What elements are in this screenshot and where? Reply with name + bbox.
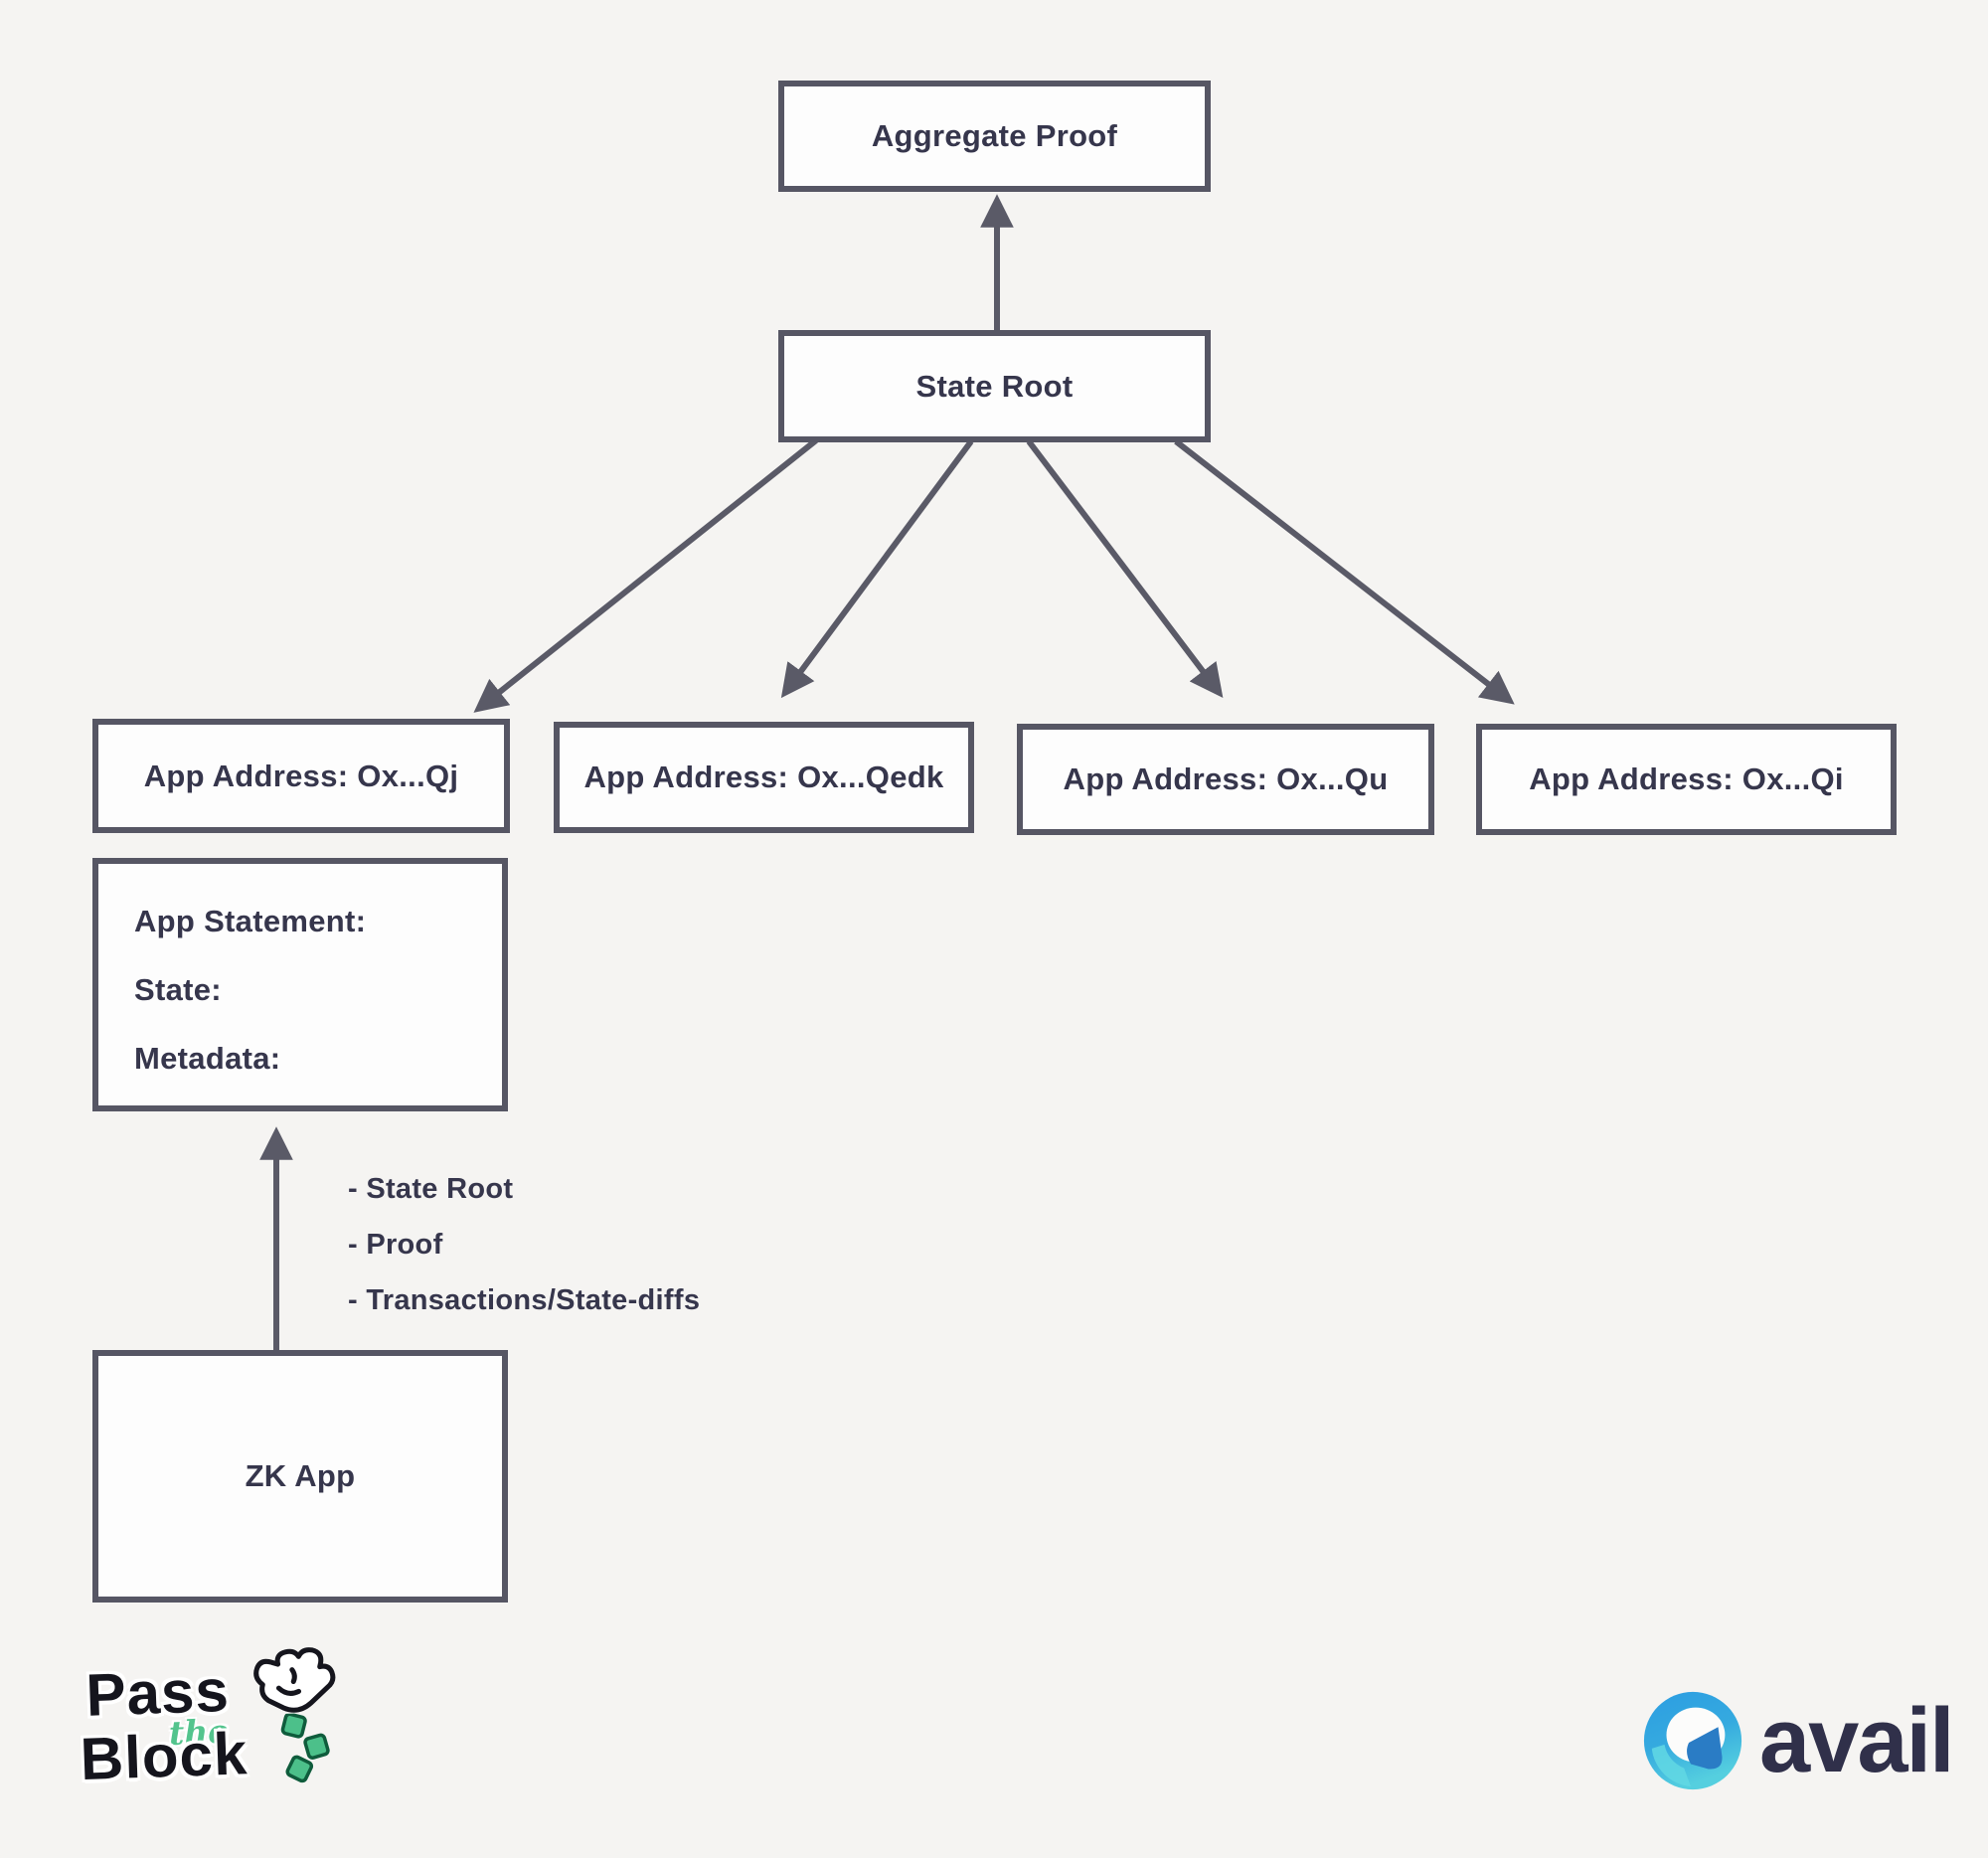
node-app-address-1: App Address: Ox...Qj	[92, 719, 510, 833]
node-zk-app-label: ZK App	[245, 1458, 356, 1493]
arrow-stateroot-to-app1	[473, 437, 818, 713]
app-statement-line-1: App Statement:	[134, 904, 367, 938]
node-app-address-4: App Address: Ox...Qi	[1476, 724, 1897, 835]
fist-icon	[253, 1647, 336, 1713]
node-state-root: State Root	[778, 330, 1211, 442]
node-app-address-3: App Address: Ox...Qu	[1017, 724, 1434, 835]
node-app-address-2: App Address: Ox...Qedk	[554, 722, 974, 833]
node-zk-app: ZK App	[92, 1350, 508, 1603]
node-aggregate-proof: Aggregate Proof	[778, 81, 1211, 192]
annotation-state-root: - State Root	[348, 1173, 514, 1205]
node-aggregate-proof-label: Aggregate Proof	[871, 118, 1118, 153]
annotation-transactions: - Transactions/State-diffs	[348, 1284, 701, 1316]
arrow-stateroot-to-app2	[780, 439, 974, 699]
pass-the-block-word-block: Block	[79, 1720, 249, 1793]
node-app-address-3-label: App Address: Ox...Qu	[1063, 761, 1389, 796]
node-app-address-1-label: App Address: Ox...Qj	[143, 758, 459, 793]
pass-the-block-logo: Pass the Block	[73, 1647, 376, 1818]
avail-wordmark: avail	[1759, 1690, 1955, 1791]
arrow-annotation-list: - State Root - Proof - Transactions/Stat…	[348, 1161, 700, 1328]
annotation-proof: - Proof	[348, 1229, 443, 1261]
node-app-statement: App Statement: State: Metadata:	[92, 858, 508, 1111]
avail-logo: avail	[1640, 1688, 1955, 1793]
node-state-root-label: State Root	[915, 368, 1074, 404]
arrow-stateroot-to-app4	[1174, 438, 1515, 705]
app-statement-line-2: State:	[134, 972, 222, 1007]
node-app-address-2-label: App Address: Ox...Qedk	[583, 760, 944, 794]
avail-icon	[1643, 1691, 1742, 1790]
node-app-address-4-label: App Address: Ox...Qi	[1529, 761, 1844, 796]
app-statement-line-3: Metadata:	[134, 1041, 281, 1076]
dice-icon	[280, 1712, 330, 1783]
arrow-stateroot-to-app3	[1026, 439, 1224, 698]
